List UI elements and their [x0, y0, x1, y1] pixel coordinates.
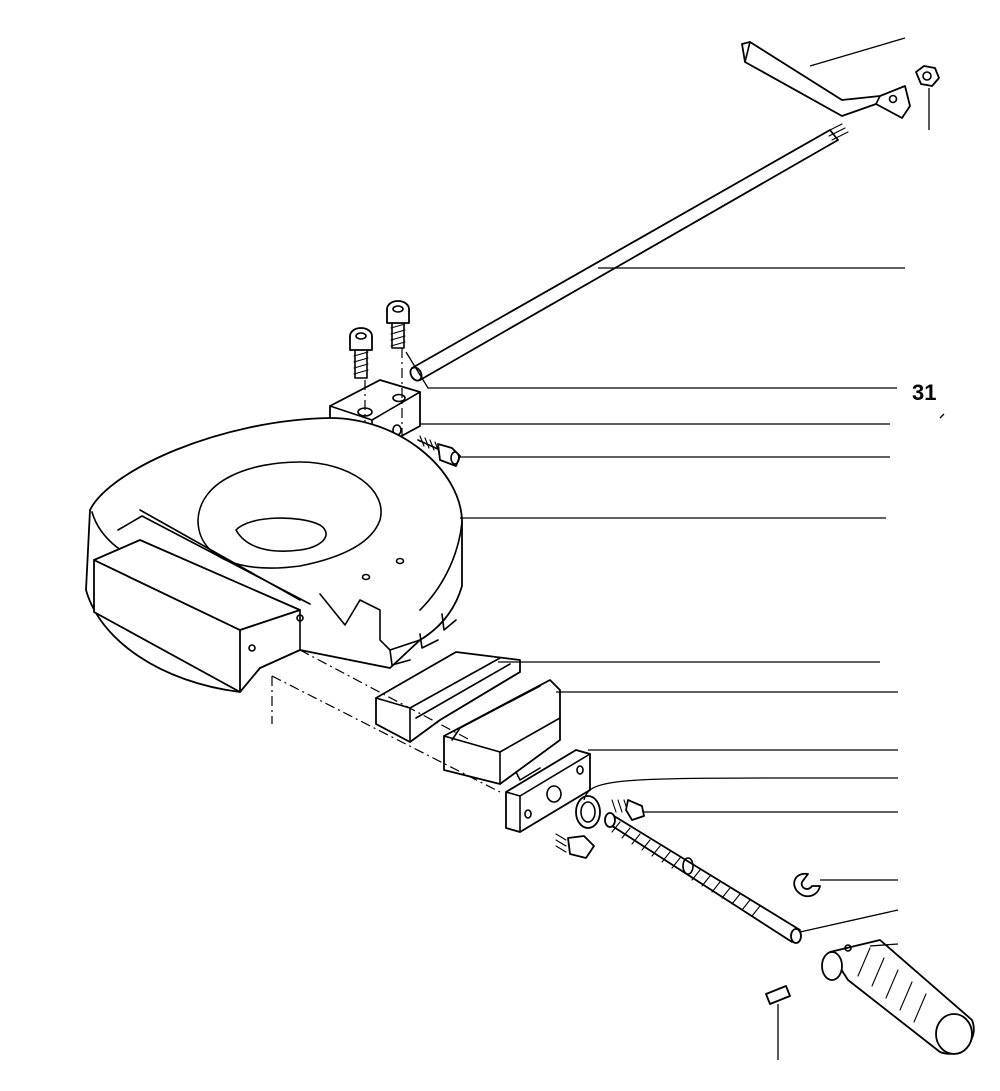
bracket-part	[741, 41, 911, 119]
nut-part	[915, 65, 940, 130]
handle-part	[821, 939, 975, 1055]
jaw-block-part	[443, 679, 561, 785]
callout-label-31: 31	[912, 380, 936, 405]
leader-lines	[420, 37, 945, 1060]
pin-part	[765, 985, 791, 1005]
cap-screw-left	[349, 327, 373, 379]
o-ring-part	[575, 795, 601, 829]
side-screw-part	[417, 435, 461, 467]
lead-screw-part	[604, 812, 802, 944]
base-plate-part	[85, 417, 463, 693]
small-screw-lower	[555, 833, 595, 859]
jaw-insert-part	[375, 651, 521, 743]
cap-screw-right	[386, 300, 410, 349]
small-screw-upper	[611, 799, 645, 821]
e-clip-part	[793, 872, 821, 898]
rod-part	[409, 123, 849, 382]
